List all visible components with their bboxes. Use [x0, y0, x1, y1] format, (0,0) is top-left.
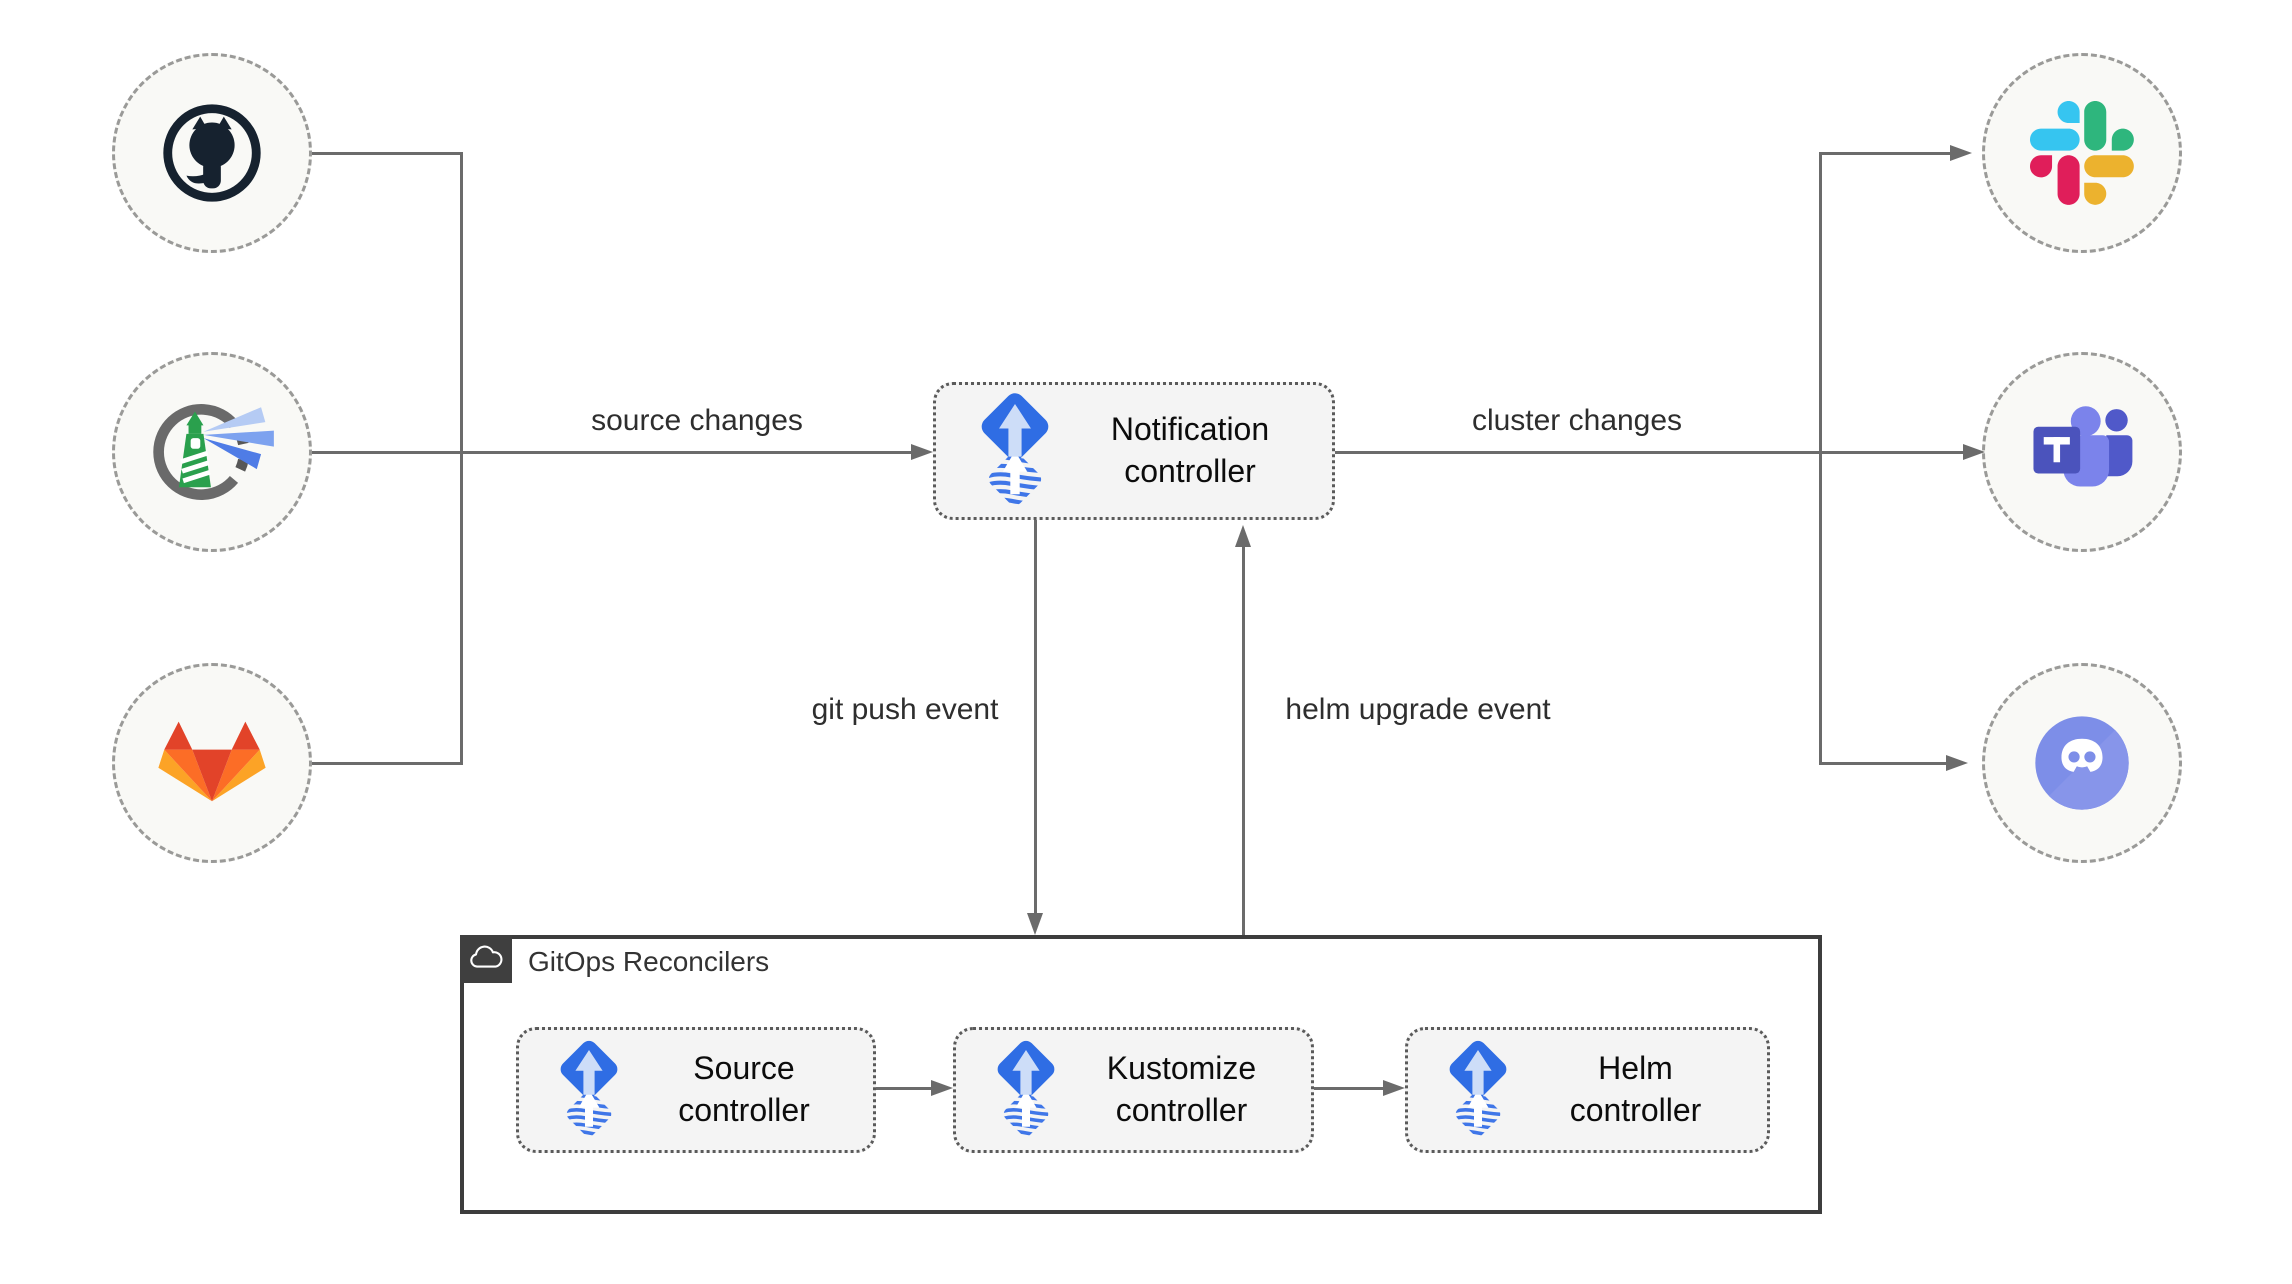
group-badge: [460, 935, 512, 983]
kustomize-controller-node: Kustomize controller: [953, 1027, 1314, 1153]
gitlab-icon: [158, 720, 266, 807]
arrowhead-right-icon: [911, 444, 933, 460]
arrowhead-right-icon: [1950, 145, 1972, 161]
edge-discord-line: [1820, 761, 1946, 765]
edge-left-bus-line: [459, 151, 463, 765]
edge-label-git-push: git push event: [805, 693, 1005, 727]
edge-git-push-line: [1033, 520, 1037, 913]
edge-label-helm-upgrade: helm upgrade event: [1279, 693, 1557, 727]
notification-controller-node: Notification controller: [933, 382, 1335, 520]
flux-icon: [1408, 1037, 1518, 1143]
arrowhead-up-icon: [1235, 525, 1251, 547]
helm-controller-label: Helm controller: [1569, 1050, 1702, 1128]
edge-kustomize-helm-line: [1314, 1086, 1383, 1090]
edge-source-changes-line: [312, 450, 911, 454]
flux-icon: [936, 389, 1062, 513]
arrowhead-right-icon: [1383, 1080, 1405, 1096]
slack-node: [1982, 53, 2182, 253]
edge-github-line: [312, 151, 462, 155]
edge-cluster-changes-line: [1335, 450, 1963, 454]
arrowhead-right-icon: [1946, 755, 1968, 771]
arrowhead-down-icon: [1027, 913, 1043, 935]
edge-label-cluster-changes: cluster changes: [1465, 404, 1689, 438]
teams-icon: [2026, 396, 2138, 508]
notification-controller-label: Notification controller: [1110, 411, 1270, 489]
discord-node: [1982, 663, 2182, 863]
flux-icon: [519, 1037, 629, 1143]
github-icon: [153, 94, 271, 212]
flux-icon: [956, 1037, 1066, 1143]
gitlab-node: [112, 663, 312, 863]
cloud-icon: [467, 944, 505, 974]
teams-node: [1982, 352, 2182, 552]
edge-label-source-changes: source changes: [585, 404, 809, 438]
helm-controller-node: Helm controller: [1405, 1027, 1770, 1153]
edge-gitlab-line: [312, 761, 462, 765]
harbor-node: [112, 352, 312, 552]
group-label: GitOps Reconcilers: [528, 946, 770, 977]
arrowhead-right-icon: [931, 1080, 953, 1096]
harbor-icon: [137, 388, 287, 516]
github-node: [112, 53, 312, 253]
slack-icon: [2030, 101, 2134, 205]
kustomize-controller-label: Kustomize controller: [1106, 1050, 1257, 1128]
edge-right-bus-line: [1818, 151, 1822, 765]
edge-source-kustomize-line: [876, 1086, 931, 1090]
arrowhead-right-icon: [1963, 444, 1985, 460]
source-controller-node: Source controller: [516, 1027, 876, 1153]
edge-helm-upgrade-line: [1241, 547, 1245, 935]
discord-icon: [2026, 707, 2138, 819]
edge-slack-line: [1820, 151, 1950, 155]
source-controller-label: Source controller: [678, 1050, 810, 1128]
